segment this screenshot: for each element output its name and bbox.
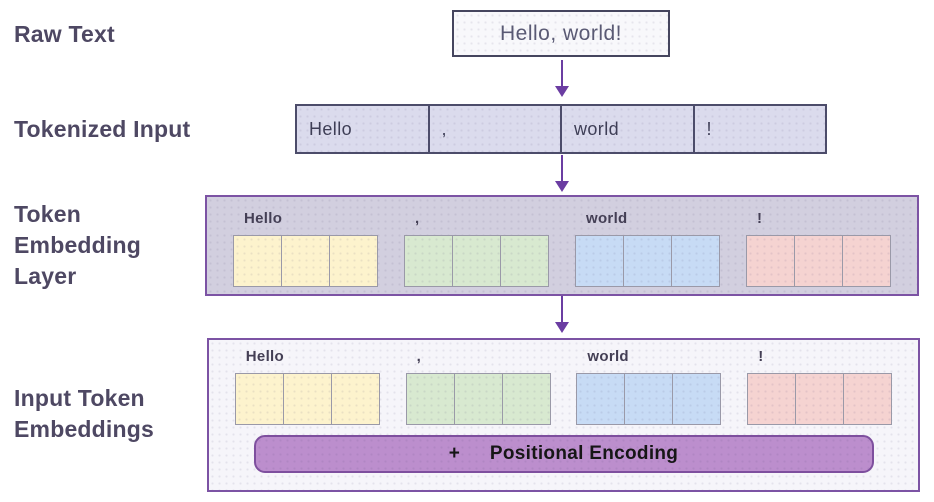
stage-label-line: Layer bbox=[14, 263, 77, 289]
stage-label-tokenized-input: Tokenized Input bbox=[14, 116, 191, 142]
embedding-token-label: world bbox=[586, 210, 628, 227]
embedding-vector bbox=[576, 373, 722, 425]
embedding-cell bbox=[235, 374, 283, 424]
arrow-head bbox=[555, 181, 569, 192]
embedding-cell bbox=[452, 236, 500, 286]
embedding-cell bbox=[748, 374, 796, 424]
embedding-cell bbox=[842, 236, 890, 286]
embedding-group: , bbox=[404, 210, 549, 287]
embedding-token-label: , bbox=[415, 210, 420, 227]
embedding-cell bbox=[453, 374, 502, 424]
arrow-head bbox=[555, 86, 569, 97]
embedding-token-label: Hello bbox=[244, 210, 283, 227]
embedding-vector bbox=[405, 373, 551, 425]
token-cell-text: Hello bbox=[309, 118, 353, 139]
embedding-token-label: Hello bbox=[245, 348, 284, 365]
stage-label-line: Token bbox=[14, 201, 82, 227]
embedding-cell bbox=[577, 374, 625, 424]
embedding-vector bbox=[404, 235, 549, 287]
stage-label-input-token-embeddings: Input Token Embeddings bbox=[14, 383, 154, 445]
stage-label-token-embedding-layer: Token Embedding Layer bbox=[14, 199, 141, 292]
embedding-vector bbox=[747, 373, 893, 425]
positional-encoding-pill: + Positional Encoding bbox=[253, 435, 874, 473]
embedding-cell bbox=[843, 374, 892, 424]
embedding-cell bbox=[501, 374, 550, 424]
positional-encoding-label: Positional Encoding bbox=[489, 443, 679, 464]
arrow-head bbox=[555, 322, 569, 333]
embedding-cell bbox=[672, 374, 721, 424]
embedding-cell bbox=[281, 236, 329, 286]
embedding-group: Hello bbox=[234, 348, 380, 425]
tokenized-input-row: Hello , world ! bbox=[295, 104, 827, 154]
embedding-group: ! bbox=[746, 210, 891, 287]
token-cell-text: , bbox=[441, 118, 447, 139]
embedding-cell bbox=[747, 236, 794, 286]
embedding-cell bbox=[623, 236, 671, 286]
embedding-groups-row: Hello , world bbox=[209, 348, 918, 425]
embedding-cell bbox=[330, 374, 379, 424]
embedding-cell bbox=[624, 374, 673, 424]
input-token-embeddings-box: Hello , world bbox=[207, 338, 920, 492]
embedding-cell bbox=[500, 236, 548, 286]
embedding-group: , bbox=[405, 348, 551, 425]
token-embedding-layer-box: Hello , world bbox=[205, 195, 919, 296]
embedding-group: world bbox=[576, 348, 722, 425]
embedding-vector bbox=[746, 235, 891, 287]
arrow-down-icon bbox=[551, 155, 573, 192]
embedding-token-label: , bbox=[416, 348, 422, 365]
stage-label-raw-text: Raw Text bbox=[14, 21, 115, 47]
raw-text-value: Hello, world! bbox=[499, 21, 623, 45]
embedding-vector bbox=[233, 235, 378, 287]
embedding-cell bbox=[795, 374, 844, 424]
embedding-vector bbox=[575, 235, 720, 287]
embedding-group: ! bbox=[747, 348, 893, 425]
arrow-down-icon bbox=[551, 60, 573, 97]
embedding-cell bbox=[794, 236, 842, 286]
embedding-vector bbox=[234, 373, 380, 425]
token-cell: , bbox=[427, 106, 560, 152]
token-cell: ! bbox=[692, 106, 825, 152]
arrow-down-icon bbox=[551, 296, 573, 333]
embedding-token-label: world bbox=[587, 348, 629, 365]
stage-label-line: Input Token bbox=[14, 385, 145, 411]
embedding-token-label: ! bbox=[758, 348, 764, 365]
stage-label-line: Embeddings bbox=[14, 416, 155, 442]
arrow-shaft bbox=[561, 60, 563, 86]
embedding-cell bbox=[282, 374, 331, 424]
token-cell: Hello bbox=[297, 106, 428, 152]
embedding-token-label: ! bbox=[757, 210, 763, 227]
plus-operator: + bbox=[448, 443, 460, 464]
arrow-shaft bbox=[561, 155, 563, 181]
embedding-groups-row: Hello , world bbox=[207, 210, 917, 287]
embedding-cell bbox=[406, 374, 454, 424]
raw-text-box: Hello, world! bbox=[452, 10, 670, 57]
embedding-cell bbox=[234, 236, 281, 286]
embedding-group: Hello bbox=[233, 210, 378, 287]
embedding-group: world bbox=[575, 210, 720, 287]
token-cell-text: world bbox=[574, 118, 620, 139]
embedding-cell bbox=[671, 236, 719, 286]
arrow-shaft bbox=[561, 296, 563, 322]
token-cell-text: ! bbox=[706, 118, 712, 139]
embedding-cell bbox=[405, 236, 452, 286]
stage-label-line: Embedding bbox=[14, 232, 142, 258]
token-cell: world bbox=[560, 106, 693, 152]
embedding-cell bbox=[576, 236, 623, 286]
embedding-cell bbox=[329, 236, 377, 286]
